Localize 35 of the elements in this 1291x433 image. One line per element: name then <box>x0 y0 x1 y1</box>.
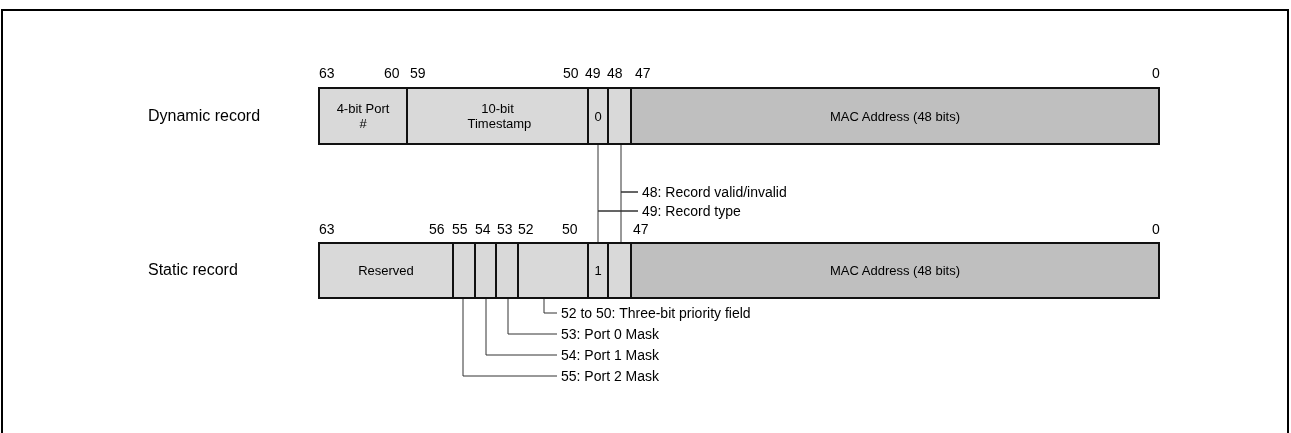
bit-number: 56 <box>429 221 445 237</box>
bit-field: MAC Address (48 bits) <box>630 89 1158 143</box>
record-title: Dynamic record <box>148 107 261 125</box>
record-bar <box>318 87 1160 145</box>
bit-number: 63 <box>319 221 335 237</box>
bit-number: 48 <box>607 65 623 81</box>
leader-text: 55: Port 2 Mask <box>557 368 660 384</box>
bit-field: MAC Address (48 bits) <box>630 244 1158 297</box>
record-title: Static record <box>148 261 238 279</box>
bit-number: 59 <box>410 65 426 81</box>
bit-number: 54 <box>475 221 491 237</box>
bit-number: 53 <box>497 221 513 237</box>
bit-number: 0 <box>1152 65 1160 81</box>
bit-number: 63 <box>319 65 335 81</box>
leader-text: 52 to 50: Three-bit priority field <box>557 305 751 321</box>
leader-line <box>543 298 558 314</box>
record-bar <box>318 242 1160 299</box>
leader-line <box>462 298 558 377</box>
leader-text: 49: Record type <box>638 203 741 219</box>
bit-number: 55 <box>452 221 468 237</box>
bit-number: 49 <box>585 65 601 81</box>
leader-text: 48: Record valid/invalid <box>638 184 787 200</box>
bit-number: 47 <box>635 65 651 81</box>
leader-text: 53: Port 0 Mask <box>557 326 660 342</box>
bit-number: 0 <box>1152 221 1160 237</box>
bit-number: 47 <box>633 221 649 237</box>
bit-number: 50 <box>563 65 579 81</box>
bit-number: 52 <box>518 221 534 237</box>
bit-number: 60 <box>384 65 400 81</box>
leader-text: 54: Port 1 Mask <box>557 347 660 363</box>
leader-line <box>507 298 558 335</box>
leader-line <box>620 191 639 243</box>
leader-line <box>485 298 558 356</box>
leader-line <box>597 210 639 243</box>
bit-number: 50 <box>562 221 578 237</box>
